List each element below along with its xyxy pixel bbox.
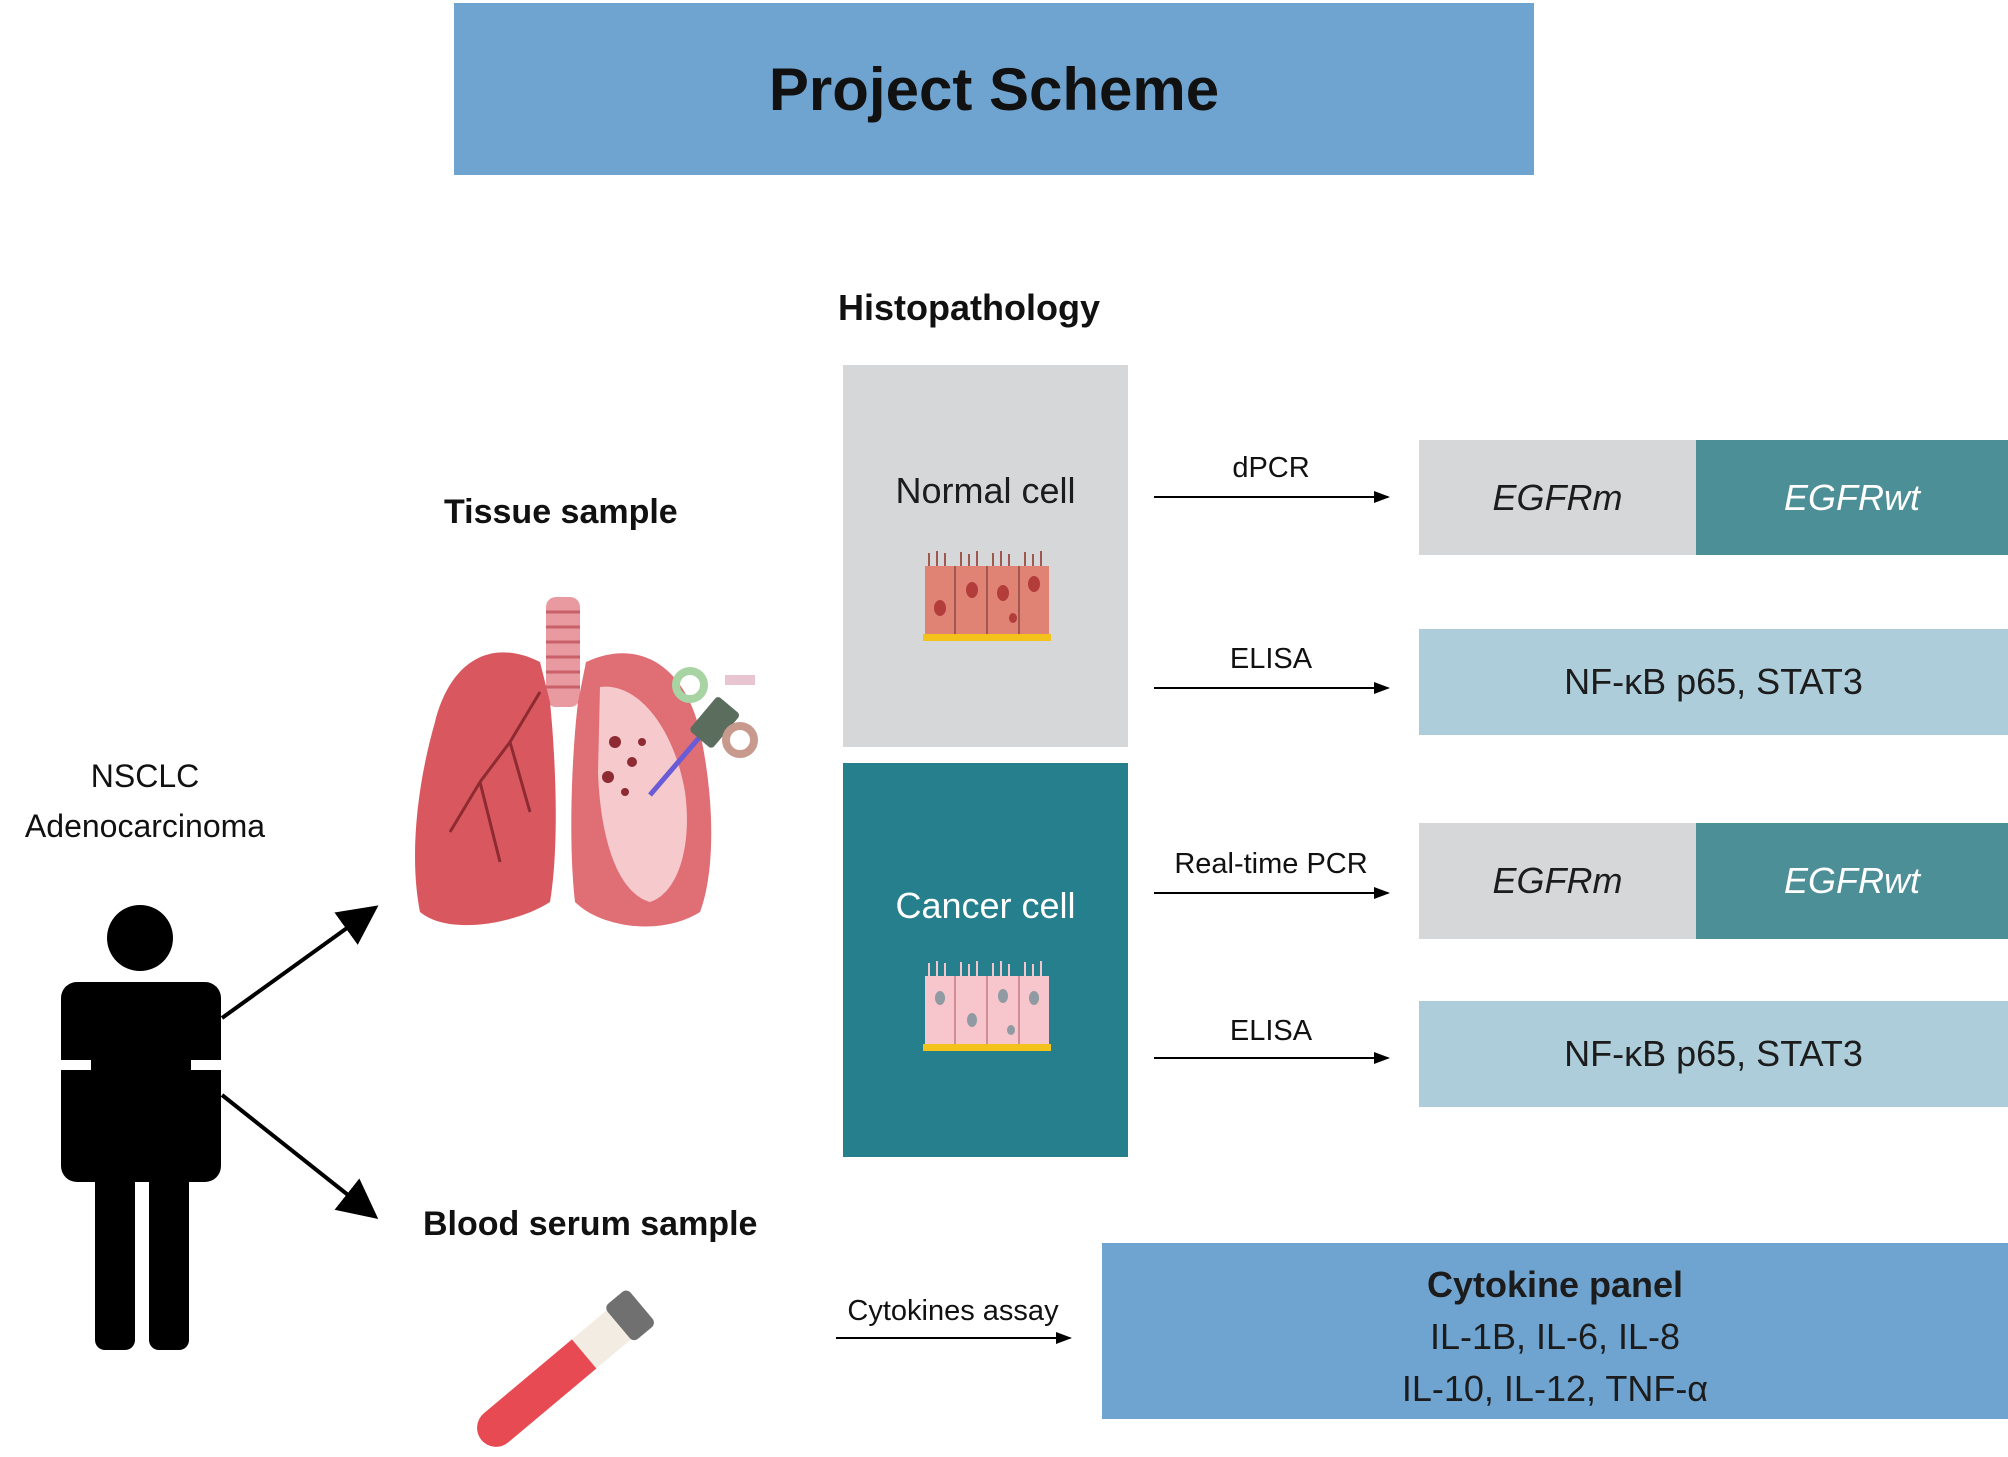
lungs-icon xyxy=(415,597,712,927)
page-title: Project Scheme xyxy=(768,55,1220,123)
normal-egfr-result: EGFRm EGFRwt xyxy=(1419,440,2008,555)
cancer-egfr-m: EGFRm xyxy=(1419,823,1696,939)
elisa-normal-label: ELISA xyxy=(1229,643,1313,675)
normal-cell-label: Normal cell xyxy=(895,470,1076,511)
histopathology-label: Histopathology xyxy=(838,287,1100,328)
biopsy-needle-icon xyxy=(648,667,758,797)
cancer-egfr-result: EGFRm EGFRwt xyxy=(1419,823,2008,939)
blood-tube-icon xyxy=(477,1290,654,1447)
cancer-cell-panel: Cancer cell xyxy=(843,763,1128,1157)
normal-egfr-wt: EGFRwt xyxy=(1696,440,2008,555)
cytokine-panel-line1: IL-1B, IL-6, IL-8 xyxy=(1429,1316,1681,1357)
normal-cell-panel: Normal cell xyxy=(843,365,1128,747)
normal-egfr-m: EGFRm xyxy=(1419,440,1696,555)
cytokine-panel-line2: IL-10, IL-12, TNF-α xyxy=(1401,1368,1709,1409)
cytokines-assay-label: Cytokines assay xyxy=(847,1295,1059,1327)
patient-label-line1: NSCLC xyxy=(90,758,200,794)
dpcr-label: dPCR xyxy=(1232,452,1310,484)
cancer-cells-icon xyxy=(923,961,1051,1051)
person-icon xyxy=(61,905,221,1350)
cytokine-panel-box: Cytokine panel IL-1B, IL-6, IL-8 IL-10, … xyxy=(1102,1243,2008,1419)
cytokine-panel-title: Cytokine panel xyxy=(1426,1264,1684,1305)
cancer-cell-label: Cancer cell xyxy=(895,885,1076,926)
realtime-pcr-label: Real-time PCR xyxy=(1174,848,1368,880)
cancer-protein-result: NF-κB p65, STAT3 xyxy=(1419,1001,2008,1107)
cancer-egfr-wt: EGFRwt xyxy=(1696,823,2008,939)
blood-serum-label: Blood serum sample xyxy=(423,1205,758,1243)
patient-label-line2: Adenocarcinoma xyxy=(24,808,266,844)
tissue-sample-label: Tissue sample xyxy=(444,493,678,531)
elisa-cancer-label: ELISA xyxy=(1229,1015,1313,1047)
normal-cells-icon xyxy=(923,551,1051,641)
title-banner: Project Scheme xyxy=(454,3,1534,175)
normal-protein-result: NF-κB p65, STAT3 xyxy=(1419,629,2008,735)
